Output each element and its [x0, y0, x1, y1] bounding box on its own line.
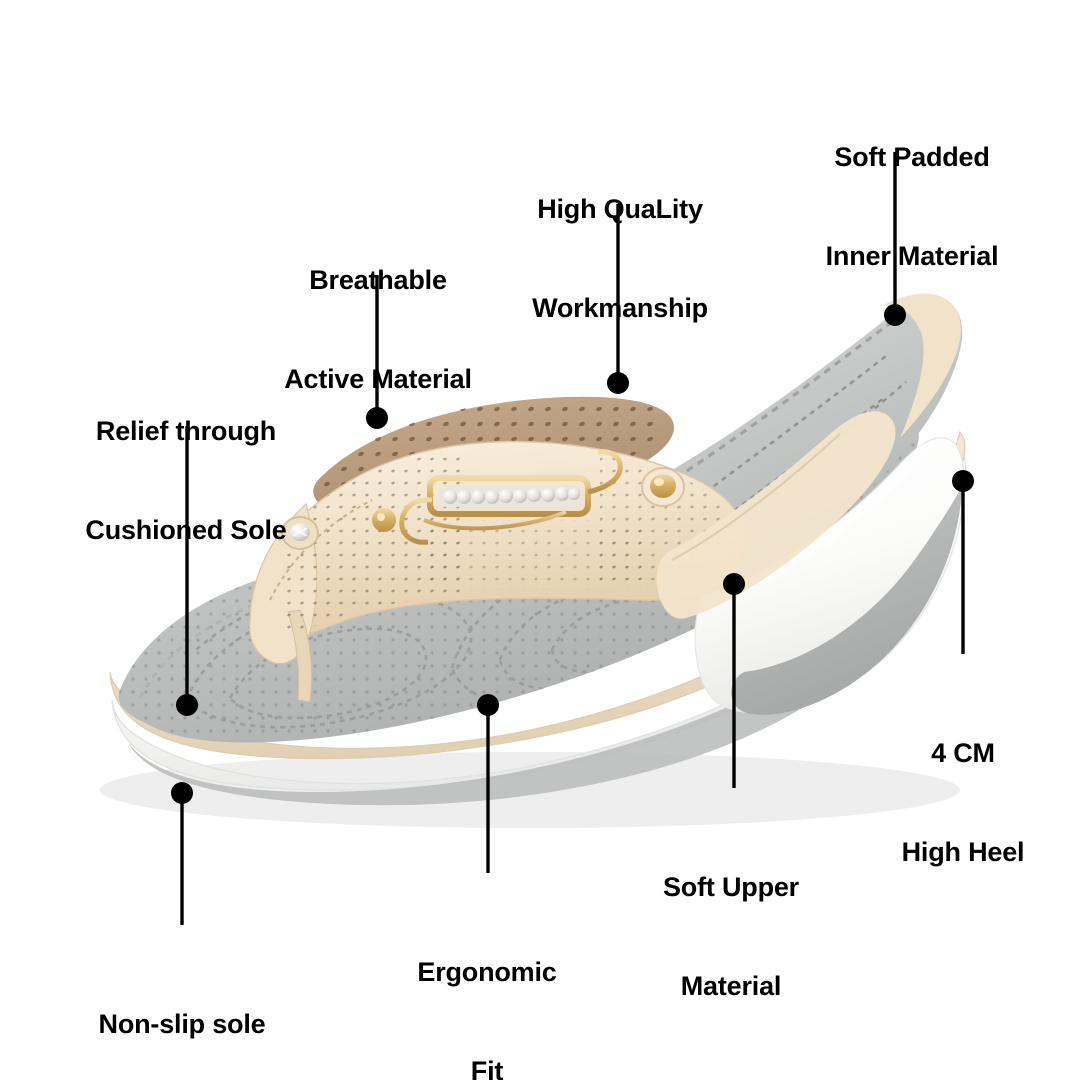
callout-line: High Heel: [901, 836, 1025, 867]
callout-line: Breathable: [309, 264, 447, 295]
gold-rivet-stud: [641, 467, 685, 507]
callout-line: Cushioned Sole: [85, 514, 287, 545]
gold-stud-small: [372, 508, 396, 532]
non-slip-grey-rim: [128, 520, 958, 806]
rhinestone-bar-ornament: [399, 449, 623, 545]
callout-line: Inner Material: [825, 240, 999, 271]
callout-line: Soft Upper: [663, 871, 799, 902]
crystal-button: [281, 516, 319, 550]
rhinestones: [443, 487, 580, 504]
midsole-cream: [109, 430, 966, 760]
callout-soft-upper-material: Soft Upper Material: [663, 805, 799, 1069]
footbed-rim-stitch: [138, 458, 827, 699]
toe-post: [287, 609, 312, 703]
wedge-heel-shadow: [731, 486, 962, 715]
heel-wrap-edge: [671, 433, 841, 561]
callout-line: Fit: [470, 1055, 504, 1080]
callout-relief-through-cushioned-sole: Relief through Cushioned Sole: [85, 349, 286, 613]
callout-line: Non-slip sole: [98, 1008, 266, 1039]
callout-line: Soft Padded: [834, 141, 990, 172]
callout-non-slip-sole: Non-slip sole: [99, 942, 266, 1080]
strap-seam: [269, 499, 373, 601]
callout-line: Workmanship: [532, 292, 708, 323]
callout-line: Ergonomic: [417, 956, 557, 987]
callout-breathable-active-material: Breathable Active Material: [284, 198, 472, 462]
callout-line: High QuaLity: [537, 193, 703, 224]
callout-line: Material: [680, 970, 782, 1001]
heel-collar-binding: [882, 293, 961, 438]
wedge-heel-highlight: [758, 441, 930, 585]
callout-4-cm-high-heel: 4 CM High Heel: [902, 671, 1025, 935]
callout-ergonomic-fit: Ergonomic Fit: [417, 890, 556, 1080]
callout-soft-padded-inner-material: Soft Padded Inner Material: [826, 75, 999, 339]
callout-line: Active Material: [284, 363, 472, 394]
heel-cream-wrap: [656, 411, 896, 619]
callout-line: Relief through: [95, 415, 277, 446]
callout-line: 4 CM: [931, 737, 995, 768]
inner-lining-edge-stitch: [675, 320, 893, 480]
callout-high-quality-workmanship: High QuaLity Workmanship: [532, 127, 708, 391]
